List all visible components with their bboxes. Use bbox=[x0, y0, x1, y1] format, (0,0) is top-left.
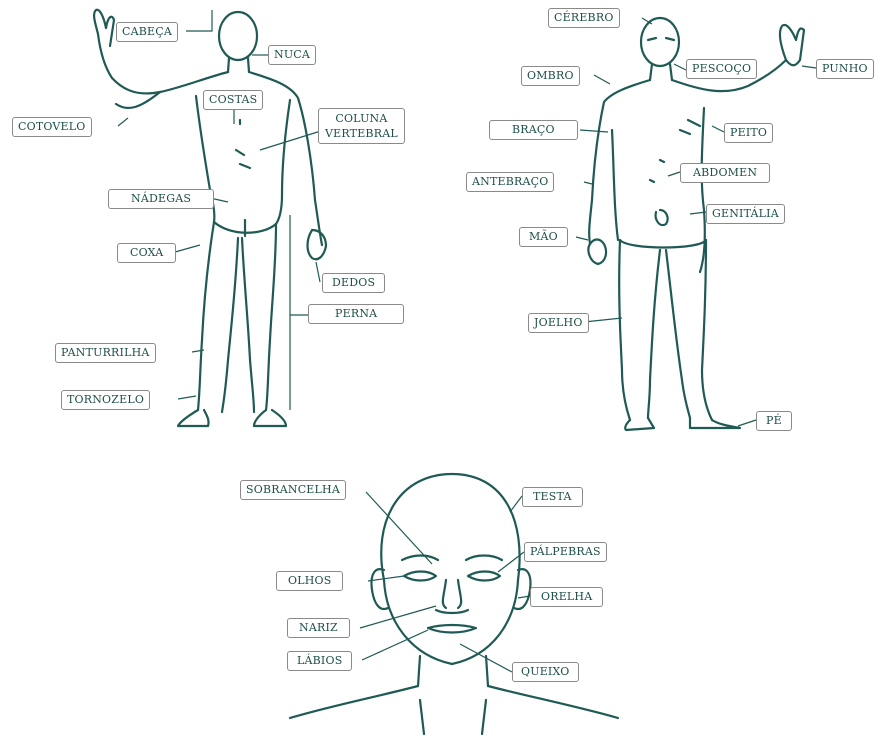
label-costas: COSTAS bbox=[203, 90, 263, 110]
label-braco: BRAÇO bbox=[489, 120, 578, 140]
label-nuca: NUCA bbox=[268, 45, 316, 65]
label-ombro: OMBRO bbox=[521, 66, 580, 86]
label-coluna-line2: VERTEBRAL bbox=[325, 126, 398, 141]
label-queixo: QUEIXO bbox=[512, 662, 579, 682]
label-mao: MÃO bbox=[519, 227, 568, 247]
label-sobrancelha: SOBRANCELHA bbox=[240, 480, 346, 500]
label-palpebras: PÁLPEBRAS bbox=[524, 542, 607, 562]
label-peito: PEITO bbox=[724, 123, 773, 143]
label-joelho: JOELHO bbox=[528, 313, 589, 333]
label-cotovelo: COTOVELO bbox=[12, 117, 92, 137]
label-perna: PERNA bbox=[308, 304, 404, 324]
label-cabeca: CABEÇA bbox=[116, 22, 178, 42]
front-figure bbox=[588, 18, 804, 430]
label-pe: PÉ bbox=[756, 411, 792, 431]
label-coluna-line1: COLUNA bbox=[325, 111, 398, 126]
label-orelha: ORELHA bbox=[530, 587, 603, 607]
label-coxa: COXA bbox=[117, 243, 176, 263]
label-nadegas: NÁDEGAS bbox=[108, 189, 214, 209]
label-genitalia: GENITÁLIA bbox=[706, 204, 785, 224]
label-pescoco: PESCOÇO bbox=[686, 59, 757, 79]
label-coluna-vertebral: COLUNA VERTEBRAL bbox=[318, 108, 405, 144]
label-testa: TESTA bbox=[522, 487, 583, 507]
label-nariz: NARIZ bbox=[287, 618, 350, 638]
label-antebraco: ANTEBRAÇO bbox=[466, 172, 554, 192]
label-labios: LÁBIOS bbox=[287, 651, 352, 671]
label-panturrilha: PANTURRILHA bbox=[55, 343, 156, 363]
label-olhos: OLHOS bbox=[276, 571, 343, 591]
label-abdomen: ABDOMEN bbox=[680, 163, 770, 183]
back-figure bbox=[94, 10, 326, 426]
label-punho: PUNHO bbox=[816, 59, 874, 79]
label-tornozelo: TORNOZELO bbox=[61, 390, 150, 410]
label-dedos: DEDOS bbox=[322, 273, 385, 293]
label-cerebro: CÉREBRO bbox=[548, 8, 620, 28]
